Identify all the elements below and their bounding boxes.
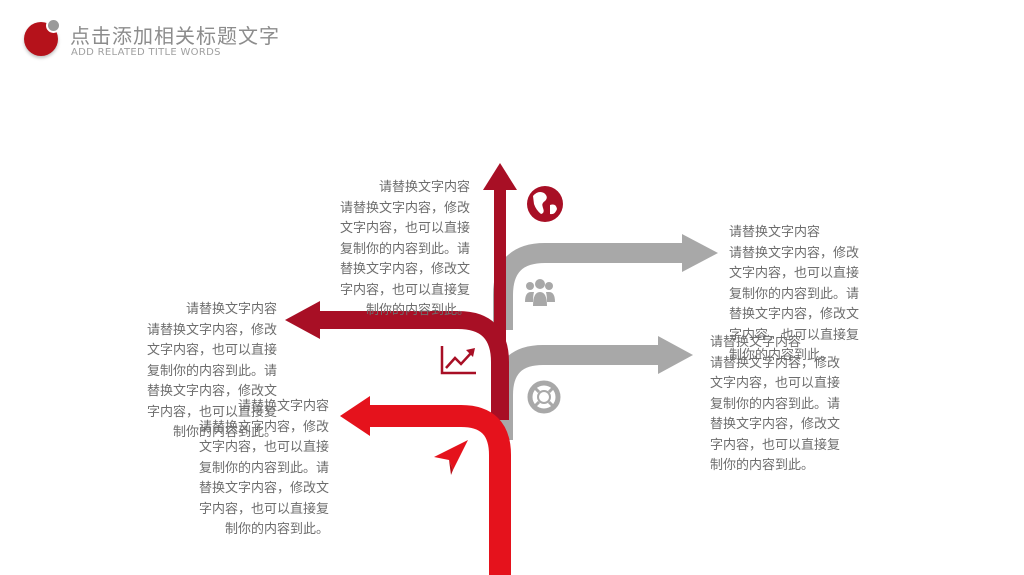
text-block-heading: 请替换文字内容 (729, 225, 821, 240)
arrow-red-left-head (285, 301, 320, 339)
arrow-gray-upper-head (682, 234, 718, 272)
text-block-body: 请替换文字内容，修改文字内容，也可以直接复制你的内容到此。请替换文字内容，修改文… (710, 355, 841, 474)
arrow-red-left (312, 311, 509, 420)
people-icon (525, 279, 555, 306)
arrow-gray-upper (493, 243, 690, 330)
page-subtitle: ADD RELATED TITLE WORDS (71, 47, 221, 58)
chart-trend-icon (440, 346, 476, 375)
text-block-bottom-left: 请替换文字内容 请替换文字内容，修改文字内容，也可以直接复制你的内容到此。请替换… (187, 397, 329, 541)
arrow-bright-left-head (340, 396, 370, 436)
arrow-gray-lower-head (658, 336, 693, 374)
arrow-bright-left (366, 405, 511, 575)
arrow-gray-lower (493, 345, 666, 440)
text-block-body: 请替换文字内容，修改文字内容，也可以直接复制你的内容到此。请替换文字内容，修改文… (198, 419, 329, 538)
text-block-body: 请替换文字内容，修改文字内容，也可以直接复制你的内容到此。请替换文字内容，修改文… (339, 200, 470, 319)
lifebuoy-icon (527, 380, 561, 414)
text-block-lower-right: 请替换文字内容 请替换文字内容，修改文字内容，也可以直接复制你的内容到此。请替换… (710, 333, 852, 477)
arrow-red-up-head (483, 163, 517, 190)
text-block-heading: 请替换文字内容 (378, 180, 470, 195)
text-block-middle-left: 请替换文字内容 请替换文字内容，修改文字内容，也可以直接复制你的内容到此。请替换… (135, 300, 277, 444)
text-block-heading: 请替换文字内容 (237, 399, 329, 414)
text-block-upper-right: 请替换文字内容 请替换文字内容，修改文字内容，也可以直接复制你的内容到此。请替换… (729, 223, 871, 367)
globe-icon (527, 186, 563, 222)
logo-dot (46, 18, 61, 33)
text-block-heading: 请替换文字内容 (185, 302, 277, 317)
page-title: 点击添加相关标题文字 (70, 24, 280, 48)
text-block-body: 请替换文字内容，修改文字内容，也可以直接复制你的内容到此。请替换文字内容，修改文… (729, 245, 860, 364)
text-block-body: 请替换文字内容，修改文字内容，也可以直接复制你的内容到此。请替换文字内容，修改文… (146, 322, 277, 441)
text-block-heading: 请替换文字内容 (710, 335, 802, 350)
paper-plane-icon (434, 440, 468, 475)
text-block-top-center: 请替换文字内容 请替换文字内容，修改文字内容，也可以直接复制你的内容到此。请替换… (328, 178, 470, 322)
